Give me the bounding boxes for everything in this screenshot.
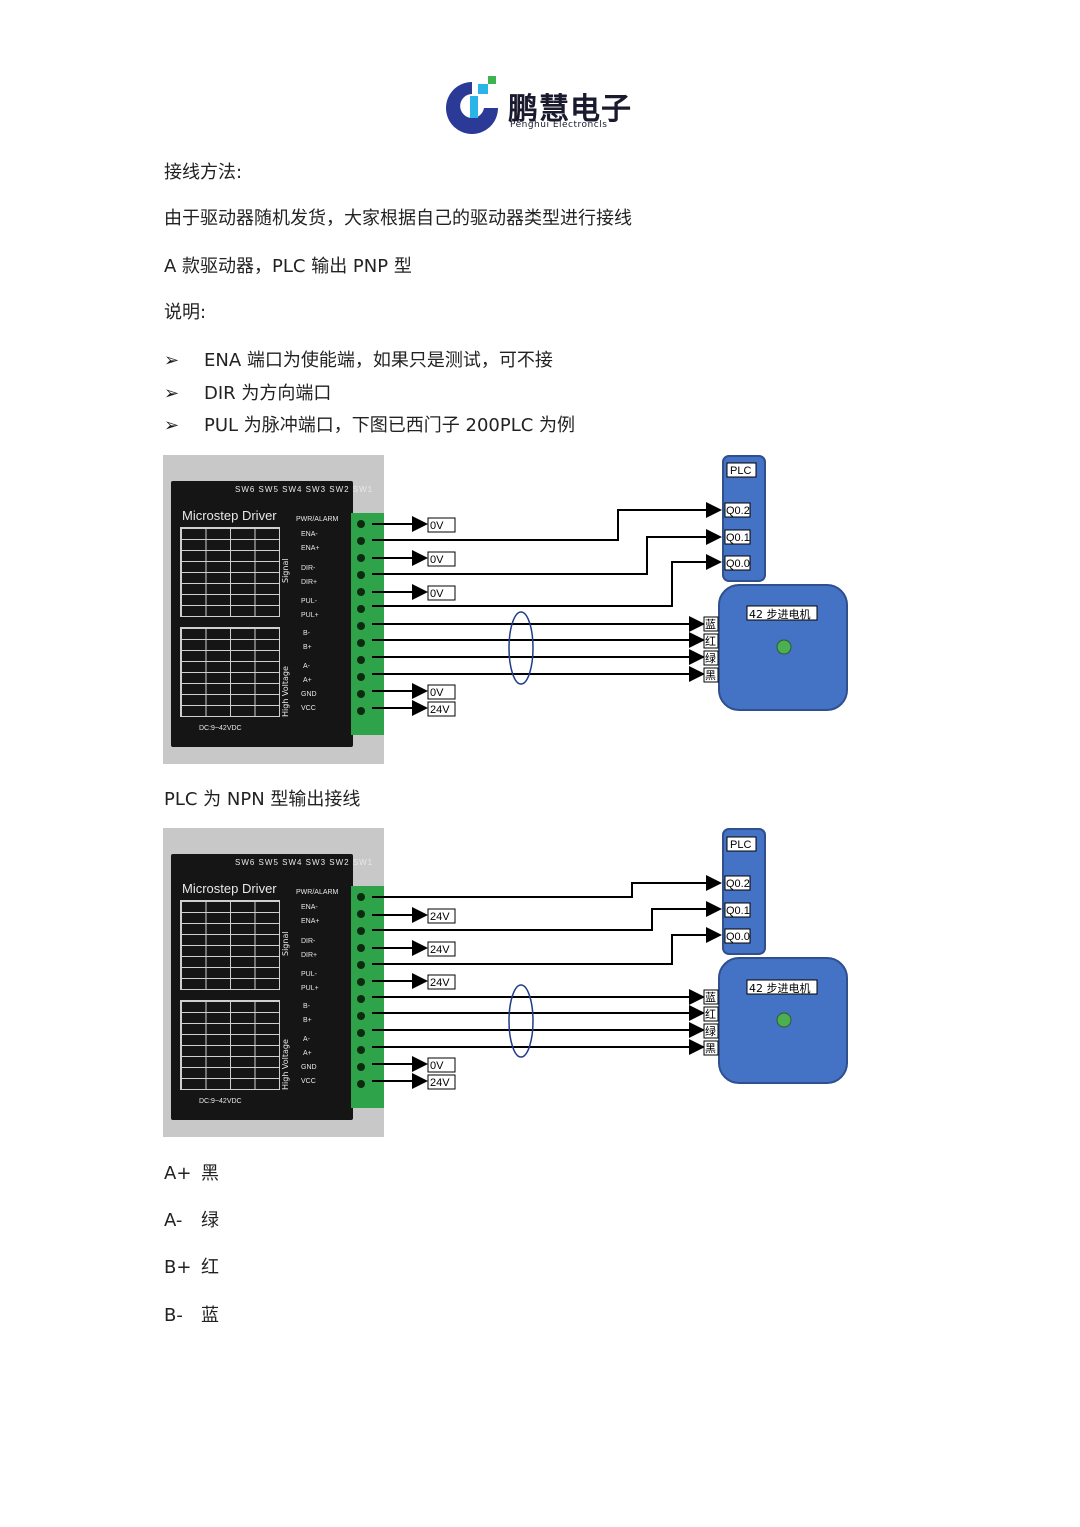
svg-text:蓝: 蓝 [705, 991, 716, 1004]
svg-text:红: 红 [705, 635, 716, 648]
svg-text:0V: 0V [430, 588, 444, 600]
phase-a-minus: A-绿 [164, 1210, 219, 1231]
phase-a-plus: A+黑 [164, 1163, 219, 1184]
phase-b-minus: B-蓝 [164, 1305, 219, 1326]
svg-text:24V: 24V [430, 1077, 450, 1089]
svg-text:0V: 0V [430, 1060, 444, 1072]
svg-text:0V: 0V [430, 520, 444, 532]
svg-text:24V: 24V [430, 977, 450, 989]
driver-alarm-label: PWR/ALARM [296, 889, 339, 896]
bullet-marker: ➢ [164, 350, 180, 371]
svg-text:绿: 绿 [705, 1024, 716, 1038]
plc-output-q01: Q0.1 [726, 532, 750, 544]
plc-output-q00: Q0.0 [726, 931, 750, 943]
phase-b-plus: B+红 [164, 1257, 219, 1278]
plc-output-q02: Q0.2 [726, 878, 750, 890]
driver-photo: SW6 SW5 SW4 SW3 SW2 SW1 Microstep Driver… [163, 455, 384, 764]
current-table [180, 627, 280, 717]
svg-text:0V: 0V [430, 687, 444, 699]
svg-text:红: 红 [705, 1008, 716, 1021]
svg-text:绿: 绿 [705, 651, 716, 665]
bullet-marker: ➢ [164, 383, 180, 404]
plc-label: PLC [730, 839, 751, 851]
svg-text:黑: 黑 [705, 669, 716, 682]
svg-text:蓝: 蓝 [705, 618, 716, 631]
motor-label: 42 步进电机 [749, 607, 811, 621]
motor-label: 42 步进电机 [749, 981, 811, 995]
logo-subtitle: Penghui Electroncls [510, 120, 608, 130]
plc-label: PLC [730, 465, 751, 477]
svg-text:0V: 0V [430, 554, 444, 566]
current-table [180, 1000, 280, 1090]
bullet-pul: ➢PUL 为脉冲端口，下图已西门子 200PLC 为例 [164, 415, 576, 436]
intro-text: 由于驱动器随机发货，大家根据自己的驱动器类型进行接线 [164, 208, 632, 229]
bullet-marker: ➢ [164, 415, 180, 436]
bullet-ena: ➢ENA 端口为使能端，如果只是测试，可不接 [164, 350, 553, 371]
plc-output-q00: Q0.0 [726, 558, 750, 570]
svg-text:黑: 黑 [705, 1042, 716, 1055]
driver-alarm-label: PWR/ALARM [296, 516, 339, 523]
motor-indicator [776, 1012, 792, 1028]
svg-text:24V: 24V [430, 944, 450, 956]
svg-text:24V: 24V [430, 704, 450, 716]
microstep-table [180, 900, 280, 990]
microstep-table [180, 527, 280, 617]
driver-switch-labels: SW6 SW5 SW4 SW3 SW2 SW1 [235, 485, 374, 494]
plc-box [722, 828, 766, 955]
explain-heading: 说明: [164, 302, 207, 323]
type-a-text: A 款驱动器，PLC 输出 PNP 型 [164, 256, 412, 277]
cable-bundle [508, 984, 534, 1058]
motor-indicator [776, 639, 792, 655]
heading-wiring-method: 接线方法: [164, 162, 243, 183]
svg-text:24V: 24V [430, 911, 450, 923]
logo-name: 鹏慧电子 [508, 92, 632, 127]
plc-output-q01: Q0.1 [726, 905, 750, 917]
logo-icon [446, 76, 498, 134]
cable-bundle [508, 611, 534, 685]
driver-power-label: DC:9~42VDC [199, 1098, 242, 1105]
driver-power-label: DC:9~42VDC [199, 725, 242, 732]
driver-title: Microstep Driver [182, 508, 277, 523]
plc-output-q02: Q0.2 [726, 505, 750, 517]
plc-box [722, 455, 766, 582]
npn-heading: PLC 为 NPN 型输出接线 [164, 789, 361, 810]
bullet-dir: ➢DIR 为方向端口 [164, 383, 332, 404]
driver-switch-labels: SW6 SW5 SW4 SW3 SW2 SW1 [235, 858, 374, 867]
driver-photo: SW6 SW5 SW4 SW3 SW2 SW1 Microstep Driver… [163, 828, 384, 1137]
driver-title: Microstep Driver [182, 881, 277, 896]
